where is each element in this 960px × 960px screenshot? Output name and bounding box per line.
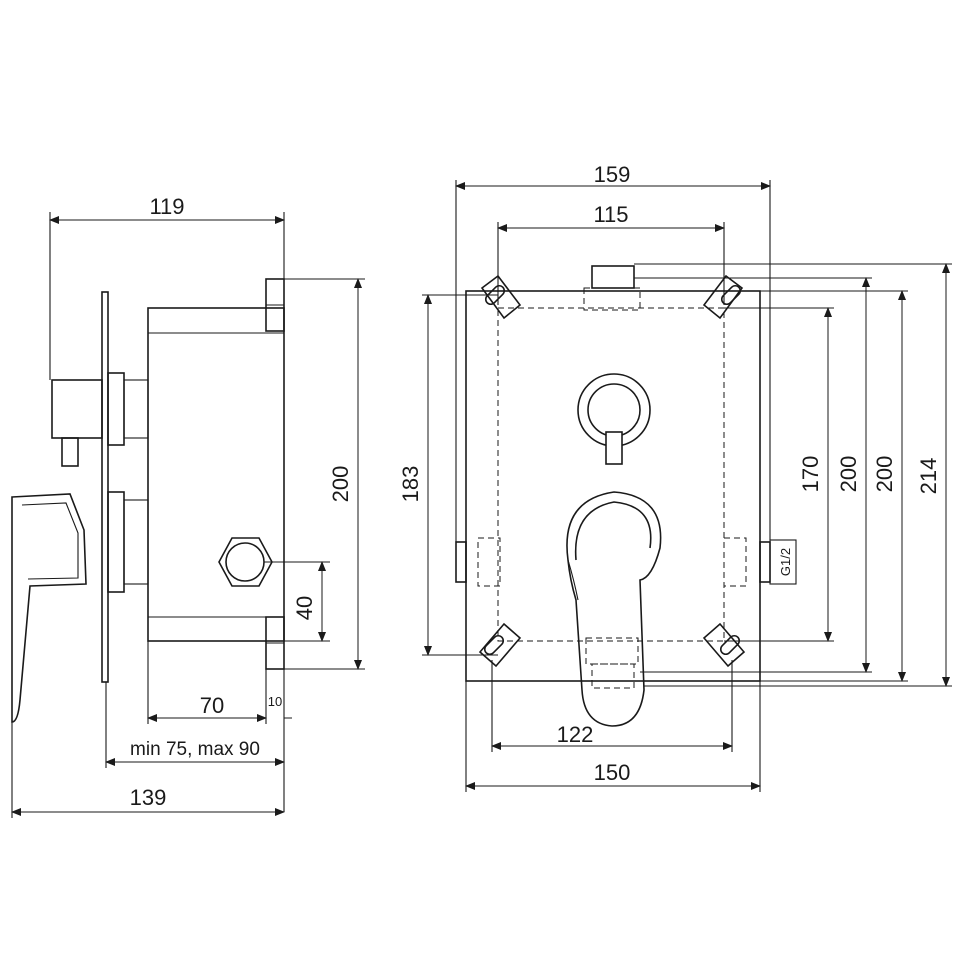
- outlet-hex-nut: [218, 537, 273, 587]
- lever-sleeve: [107, 491, 125, 593]
- dim-170: 170: [798, 456, 823, 493]
- mounting-slot-bottom-right: [702, 622, 746, 668]
- mounting-slot-top-left: [480, 274, 522, 320]
- dim-200-a: 200: [836, 456, 861, 493]
- thread-box: [769, 539, 797, 585]
- diverter-stem: [61, 437, 79, 467]
- side-view: 119 200 40 70 10 min 75, max 90 139: [11, 194, 365, 818]
- dim-214: 214: [916, 458, 941, 495]
- top-connector: [591, 265, 635, 289]
- mounting-slot-bottom-left: [478, 622, 522, 668]
- lever-handle: [11, 493, 87, 723]
- diverter-knob: [51, 379, 103, 439]
- front-lever: [566, 491, 662, 727]
- outlet-port: [225, 542, 265, 582]
- dim-183: 183: [398, 466, 423, 503]
- dim-122: 122: [557, 722, 594, 747]
- body-box: [147, 307, 285, 642]
- dim-115: 115: [593, 202, 628, 227]
- left-connector: [455, 541, 467, 583]
- dim-119: 119: [149, 194, 184, 219]
- front-body: [465, 290, 761, 682]
- diverter-sleeve: [107, 372, 125, 446]
- dim-159: 159: [594, 162, 631, 187]
- dim-10: 10: [268, 694, 282, 709]
- dim-40: 40: [292, 596, 317, 620]
- thread-label: G1/2: [778, 548, 793, 576]
- dim-70: 70: [200, 693, 224, 718]
- dim-200-b: 200: [872, 456, 897, 493]
- diverter-tab: [605, 431, 623, 465]
- front-view: G1/2 159 115 183 170 200: [398, 162, 952, 792]
- dim-min-max: min 75, max 90: [130, 739, 260, 760]
- right-connector: [759, 541, 771, 583]
- dim-150: 150: [594, 760, 631, 785]
- dim-139: 139: [130, 785, 167, 810]
- hidden-inner-box: [497, 307, 725, 642]
- cover-plate: [101, 291, 109, 683]
- mounting-slot-top-right: [702, 274, 744, 320]
- dim-200-side: 200: [328, 466, 353, 503]
